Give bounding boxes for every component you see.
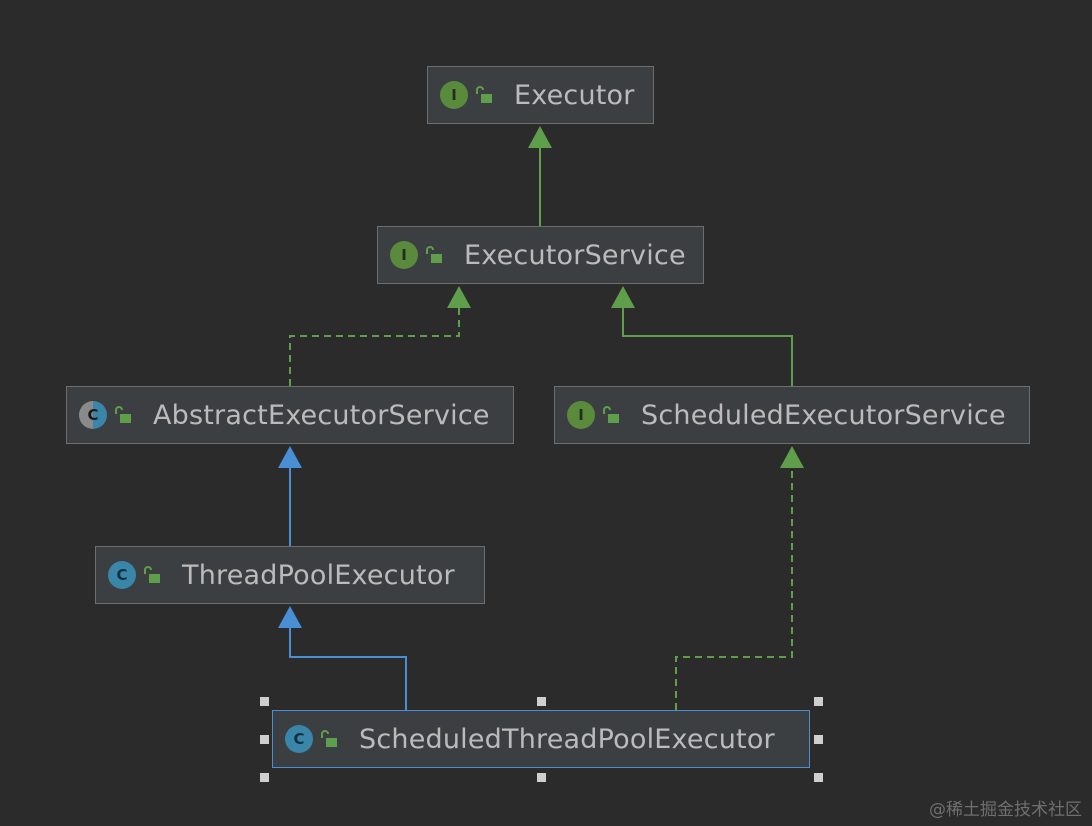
unlocked-padlock-icon <box>603 406 619 423</box>
node-thread-pool-executor[interactable]: C ThreadPoolExecutor <box>95 546 485 604</box>
interface-icon: I <box>440 81 468 109</box>
selection-handle-top-left[interactable] <box>260 697 269 706</box>
selection-handle-top-center[interactable] <box>537 697 546 706</box>
selection-handle-middle-left[interactable] <box>260 735 269 744</box>
node-executor[interactable]: I Executor <box>427 66 654 124</box>
node-label: AbstractExecutorService <box>153 399 490 431</box>
node-scheduled-thread-pool-executor[interactable]: C ScheduledThreadPoolExecutor <box>272 710 810 768</box>
node-label: ScheduledExecutorService <box>641 399 1006 431</box>
class-icon: C <box>108 561 136 589</box>
node-label: ExecutorService <box>464 239 686 271</box>
unlocked-padlock-icon <box>144 566 160 583</box>
node-scheduled-executor-service[interactable]: I ScheduledExecutorService <box>554 386 1030 444</box>
unlocked-padlock-icon <box>426 246 442 263</box>
unlocked-padlock-icon <box>321 730 337 747</box>
unlocked-padlock-icon <box>476 86 492 103</box>
node-label: ScheduledThreadPoolExecutor <box>359 723 775 755</box>
node-abstract-executor-service[interactable]: C AbstractExecutorService <box>66 386 514 444</box>
edge-scheduledthreadpoolexecutor-to-scheduledexecutorservice <box>675 446 804 710</box>
selection-handle-top-right[interactable] <box>814 697 823 706</box>
edge-scheduledexecutorservice-to-executorservice <box>611 286 793 386</box>
watermark: @稀土掘金技术社区 <box>929 800 1082 820</box>
abstract-class-icon: C <box>79 401 107 429</box>
node-label: ThreadPoolExecutor <box>182 559 455 591</box>
selection-handle-bottom-right[interactable] <box>814 773 823 782</box>
selection-handle-middle-right[interactable] <box>814 735 823 744</box>
node-label: Executor <box>514 79 635 111</box>
edge-abstractexecutorservice-to-executorservice <box>289 286 471 386</box>
edge-executorservice-to-executor <box>528 126 552 226</box>
class-icon: C <box>285 725 313 753</box>
selection-handle-bottom-center[interactable] <box>537 773 546 782</box>
unlocked-padlock-icon <box>115 406 131 423</box>
edge-threadpoolexecutor-to-abstractexecutorservice <box>278 446 302 546</box>
node-executor-service[interactable]: I ExecutorService <box>377 226 704 284</box>
interface-icon: I <box>567 401 595 429</box>
interface-icon: I <box>390 241 418 269</box>
edge-scheduledthreadpoolexecutor-to-threadpoolexecutor <box>278 606 407 710</box>
selection-handle-bottom-left[interactable] <box>260 773 269 782</box>
